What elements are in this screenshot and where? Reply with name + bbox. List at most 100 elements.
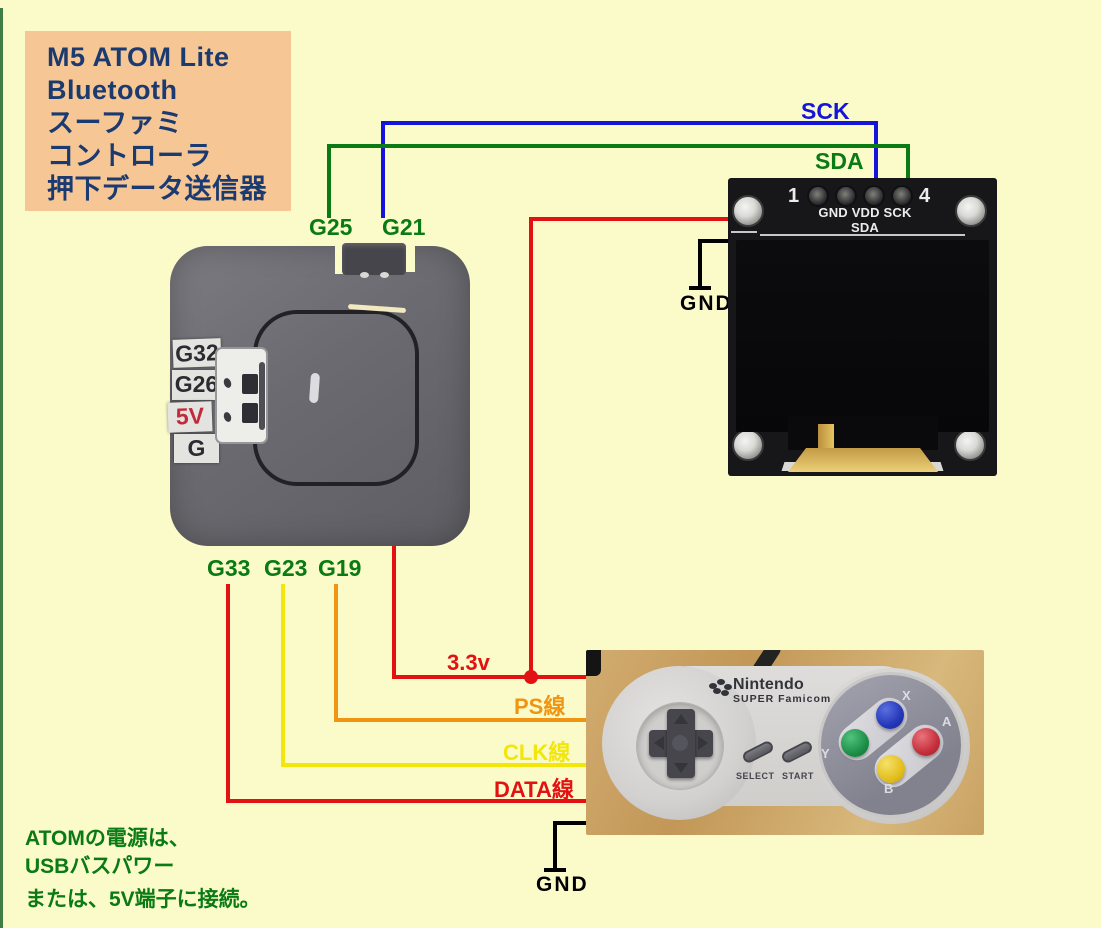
wire-gnd-pad-vertical — [553, 821, 557, 871]
photo-corner-shadow — [586, 650, 601, 676]
title-line-1: M5 ATOM Lite — [47, 42, 230, 72]
dpad-arrow-up — [674, 714, 688, 724]
button-b-label: B — [884, 781, 894, 796]
button-y-label: Y — [821, 746, 830, 761]
wire-33v-to-controller — [392, 675, 588, 679]
button-a-label: A — [942, 714, 952, 729]
wire-gnd-pad-horizontal — [553, 821, 588, 825]
oled-pin-number-4: 4 — [919, 185, 931, 207]
label-pin-g25: G25 — [309, 214, 353, 240]
page-left-edge — [0, 8, 3, 928]
label-gnd-oled: GND — [680, 292, 733, 315]
usb-edge-shadow — [259, 362, 265, 430]
atom-pin-dot-1 — [360, 272, 369, 278]
start-label: START — [782, 771, 814, 781]
atom-grove-tab — [342, 243, 406, 275]
title-line-5: 押下データ送信器 — [47, 174, 267, 204]
button-b — [877, 755, 905, 783]
oled-screw-top-right — [955, 195, 987, 227]
wire-ps-vertical — [334, 584, 338, 722]
wire-gnd-oled-horizontal — [698, 239, 728, 243]
wire-33v-vertical — [529, 217, 533, 679]
label-ps: PS線 — [514, 694, 566, 719]
oled-separator-long — [760, 234, 965, 236]
atom-sticker-5v: 5V — [167, 401, 213, 433]
oled-screw-bottom-right — [954, 429, 986, 461]
oled-screen — [736, 240, 989, 432]
wire-clk-vertical — [281, 584, 285, 767]
wire-gnd-oled-cap — [689, 286, 711, 290]
label-33v: 3.3v — [447, 650, 490, 675]
label-pin-g23: G23 — [264, 555, 308, 581]
usb-contact-2 — [242, 403, 258, 423]
label-pin-g21: G21 — [382, 214, 426, 240]
label-sda: SDA — [815, 148, 864, 174]
nintendo-logo-mark — [709, 683, 717, 689]
oled-pin-number-1: 1 — [788, 185, 800, 207]
oled-separator-short — [731, 231, 757, 233]
dpad-arrow-down — [674, 763, 688, 773]
atom-sticker-g26: G26 — [172, 370, 221, 400]
button-a — [912, 728, 940, 756]
oled-pin-names: GND VDD SCK SDA — [818, 205, 912, 235]
footnote-line-1: ATOMの電源は、 — [25, 827, 190, 850]
footnote-line-2: USBバスパワー — [25, 855, 175, 878]
label-data: DATA線 — [494, 777, 574, 802]
wire-33v-to-oled — [529, 217, 729, 221]
select-label: SELECT — [736, 771, 775, 781]
dpad-center — [672, 735, 688, 751]
oled-pin-vdd — [835, 185, 857, 207]
title-line-4: コントローラ — [47, 141, 212, 171]
wire-gnd-pad-cap — [544, 868, 566, 872]
usb-mark-2 — [222, 411, 233, 423]
wire-gnd-oled-vertical — [698, 239, 702, 289]
wire-sda-vertical — [327, 144, 331, 218]
oled-gold-fold — [818, 424, 834, 450]
oled-screw-top-left — [732, 195, 764, 227]
atom-usb-c-port — [215, 347, 268, 444]
wire-sda-drop — [906, 144, 910, 179]
dpad-arrow-left — [654, 736, 664, 750]
oled-flex-cable — [788, 448, 938, 472]
oled-pin-sck — [863, 185, 885, 207]
title-line-3: スーファミ — [47, 108, 183, 138]
wire-ps-horizontal — [334, 718, 588, 722]
wire-data-vertical — [226, 584, 230, 803]
label-clk: CLK線 — [503, 740, 571, 765]
button-x — [876, 701, 904, 729]
wire-sda-horizontal — [327, 144, 910, 148]
atom-notch-gap-right — [406, 246, 415, 272]
wire-sck-drop — [874, 121, 878, 179]
wire-33v-from-atom — [392, 544, 396, 679]
title-line-2: Bluetooth — [47, 75, 178, 105]
wire-33v-junction-dot — [524, 670, 538, 684]
atom-sticker-g: G — [174, 434, 219, 463]
footnote-line-3: または、5V端子に接続。 — [25, 888, 261, 911]
button-y — [841, 729, 869, 757]
wire-sck-vertical — [381, 121, 385, 218]
wire-clk-horizontal — [281, 763, 588, 767]
oled-flex-back — [788, 416, 938, 450]
atom-pin-dot-2 — [380, 272, 389, 278]
title-box: M5 ATOM Lite Bluetooth スーファミ コントローラ 押下デー… — [25, 31, 291, 211]
label-sck: SCK — [801, 98, 850, 124]
atom-base-groove — [253, 310, 419, 486]
oled-display-photo: 1 4 GND VDD SCK SDA — [728, 178, 997, 476]
usb-mark-1 — [222, 377, 233, 389]
model-text: SUPER Famicom — [733, 693, 832, 705]
label-pin-g33: G33 — [207, 555, 251, 581]
dpad-arrow-right — [698, 736, 708, 750]
button-x-label: X — [902, 688, 911, 703]
usb-contact-1 — [242, 374, 258, 394]
wire-sck-horizontal — [381, 121, 878, 125]
oled-pin-sda — [891, 185, 913, 207]
label-pin-g19: G19 — [318, 555, 362, 581]
oled-screw-bottom-left — [732, 429, 764, 461]
brand-text: Nintendo — [733, 676, 804, 693]
oled-pin-gnd — [807, 185, 829, 207]
super-famicom-controller-photo: Nintendo SUPER Famicom SELECT START X A … — [586, 650, 984, 835]
atom-notch-gap-left — [335, 246, 343, 274]
wire-data-horizontal — [226, 799, 588, 803]
label-gnd-controller: GND — [536, 873, 589, 896]
